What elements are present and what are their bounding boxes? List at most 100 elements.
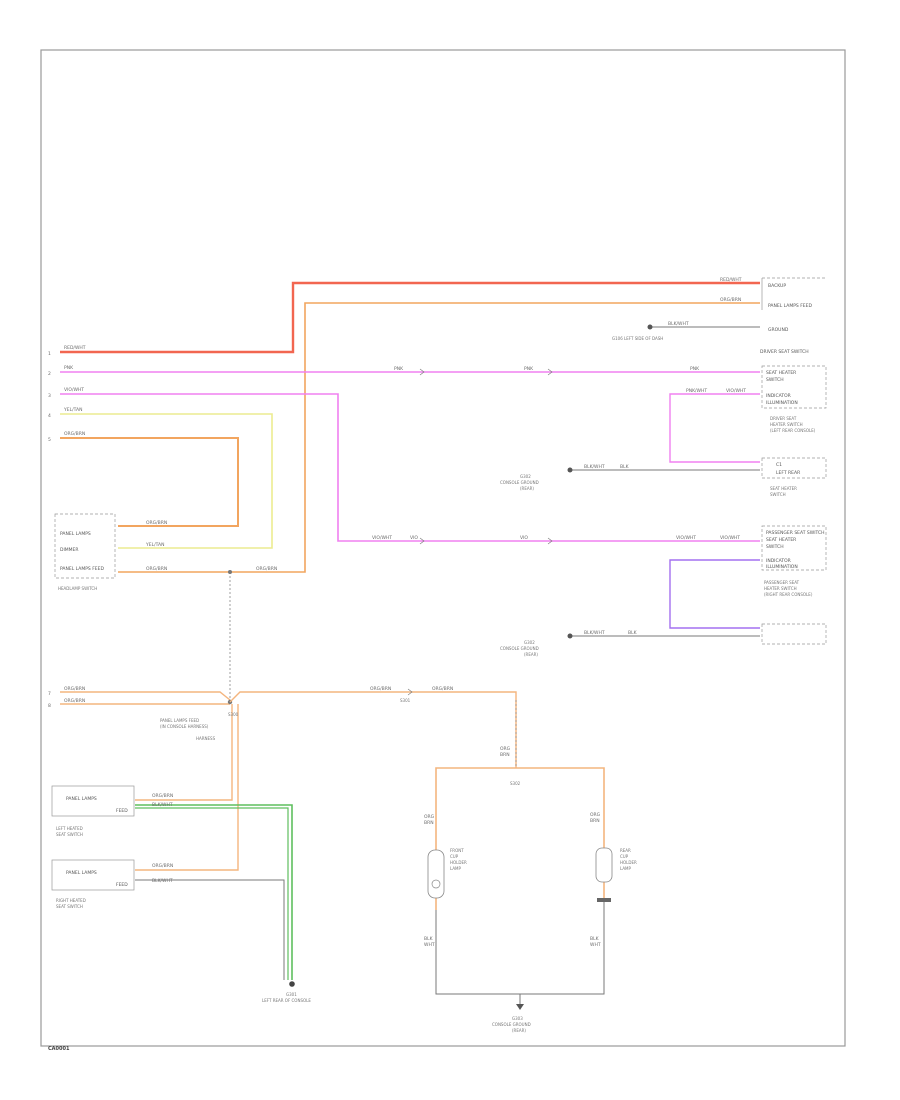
orange-top-wire	[118, 302, 760, 573]
top-right-item-3: GROUND	[768, 327, 789, 333]
top-right-item-2: PANEL LAMPS FEED	[768, 303, 812, 309]
right-seat-ground-wire	[135, 879, 285, 980]
right-seat-wire-2: BLK/WHT	[152, 878, 173, 884]
driver-switch-line-1: SEAT HEATER	[766, 370, 796, 376]
top-ground-wire-label: BLK/WHT	[668, 321, 689, 327]
headlamp-row-2: DIMMER	[60, 547, 79, 553]
pass-ground-symbol	[567, 633, 573, 639]
pass-switch-line-1: SEAT HEATER	[766, 537, 796, 543]
pass-ground-wire-2: BLK	[628, 630, 638, 636]
right-lamp-ground-2: WHT	[590, 942, 601, 948]
pass-switch-title: PASSENGER SEAT SWITCH	[766, 530, 825, 536]
lamp-ground-bottom	[435, 900, 605, 995]
seat-feed-wire	[135, 704, 233, 801]
rear-lamp-label-2: CUP	[620, 854, 629, 859]
g303-label-1: G303	[512, 1016, 523, 1021]
driver-ground-label-2: CONSOLE GROUND	[500, 480, 539, 485]
rear-lamp-feed-wire	[229, 691, 517, 768]
front-lamp-label-4: LAMP	[450, 866, 462, 871]
mid-wire-1: ORG/BRN	[64, 686, 85, 692]
left-pin-5: 5	[48, 437, 51, 443]
top-red-wire-label: RED/WHT	[720, 277, 742, 283]
left-pin-2: 2	[48, 371, 51, 377]
pass-switch-line-3: INDICATOR	[766, 558, 791, 564]
lamp-top-label-2: BRN	[500, 752, 510, 758]
s300-label-3: (IN CONSOLE HARNESS)	[160, 724, 209, 729]
right-seat-switch-box	[51, 859, 135, 891]
driver-conn-label-4: SWITCH	[770, 492, 786, 497]
rear-cup-lamp-base	[597, 898, 611, 902]
pass-splice-3: VIO	[520, 535, 528, 541]
left-seat-title: PANEL LAMPS	[66, 796, 97, 802]
left-lamp-wire-2: BRN	[424, 820, 434, 826]
rear-lamp-label-4: LAMP	[620, 866, 632, 871]
orange-wire-label: ORG/BRN	[64, 431, 85, 437]
top-ground-symbol	[647, 324, 653, 330]
pink2-wire-label: VIO/WHT	[64, 387, 84, 393]
left-pin-1: 1	[48, 351, 51, 357]
headlamp-switch-box	[54, 513, 116, 579]
rear-lamp-label-3: HOLDER	[620, 860, 637, 865]
headlamp-wire-3: ORG/BRN	[146, 566, 167, 572]
driver-loop-pink	[669, 393, 760, 463]
pass-caption-2: HEATER SWITCH	[764, 586, 797, 591]
rear-feed-wire-label-1: ORG/BRN	[370, 686, 391, 692]
s300-label-4: HARNESS	[196, 736, 216, 741]
g301-label-1: G301	[286, 992, 297, 997]
mid-tan-wire-1	[60, 691, 231, 701]
driver-ground-label-1: G302	[520, 474, 531, 479]
driver-caption-3: (LEFT REAR CONSOLE)	[770, 428, 816, 433]
pass-ground-wire-1: BLK/WHT	[584, 630, 605, 636]
driver-splice-5: VIO/WHT	[726, 388, 746, 394]
driver-switch-line-2: SWITCH	[766, 377, 784, 383]
diagram-frame	[40, 49, 846, 1047]
driver-conn-label-2: LEFT REAR	[776, 470, 800, 476]
inline-connectors	[407, 368, 553, 696]
driver-seat-connector-box	[761, 457, 827, 479]
orange-wire	[60, 437, 239, 527]
driver-conn-label-1: C1	[776, 462, 782, 468]
driver-ground-symbol	[567, 467, 573, 473]
left-lamp-ground-1: BLK	[424, 936, 434, 942]
top-ground-label: G106 LEFT SIDE OF DASH	[612, 336, 663, 341]
driver-splice-3: PNK	[690, 366, 700, 372]
pass-splice-1: VIO/WHT	[372, 535, 392, 541]
left-lamp-ground-2: WHT	[424, 942, 435, 948]
pass-splice-5: VIO/WHT	[720, 535, 740, 541]
left-lamp-wire-1: ORG	[424, 814, 435, 820]
headlamp-wire-1: ORG/BRN	[146, 520, 167, 526]
right-lamp-wire-1: ORG	[590, 812, 601, 818]
left-seat-caption-1: LEFT HEATED	[56, 826, 83, 831]
right-seat-title: PANEL LAMPS	[66, 870, 97, 876]
left-pin-3: 3	[48, 393, 51, 399]
headlamp-wire-4: ORG/BRN	[256, 566, 277, 572]
g303-ground-symbol	[516, 1004, 524, 1010]
s302-label: S302	[510, 781, 521, 786]
left-seat-caption-2: SEAT SWITCH	[56, 832, 83, 837]
top-right-item-1: BACKUP	[768, 283, 786, 289]
pink-wire-2	[60, 393, 760, 542]
s301-label: S301	[400, 698, 411, 703]
driver-splice-4: PNK/WHT	[686, 388, 707, 394]
driver-switch-title: DRIVER SEAT SWITCH	[760, 349, 809, 355]
right-seat-caption-2: SEAT SWITCH	[56, 904, 83, 909]
pass-switch-line-4: ILLUMINATION	[766, 564, 798, 570]
headlamp-row-3: PANEL LAMPS FEED	[60, 566, 104, 572]
g303-label-2: CONSOLE GROUND	[492, 1022, 531, 1027]
right-seat-caption-1: RIGHT HEATED	[56, 898, 86, 903]
g303-label-3: (REAR)	[512, 1028, 526, 1033]
pass-splice-4: VIO/WHT	[676, 535, 696, 541]
driver-splice-1: PNK	[394, 366, 404, 372]
headlamp-wire-2: YEL/TAN	[145, 542, 164, 548]
s300-label-2: PANEL LAMPS FEED	[160, 718, 199, 723]
front-lamp-label-3: HOLDER	[450, 860, 467, 865]
driver-splice-2: PNK	[524, 366, 534, 372]
g301-label-2: LEFT REAR OF CONSOLE	[262, 998, 311, 1003]
pass-caption-3: (RIGHT REAR CONSOLE)	[764, 592, 813, 597]
driver-ground-wire-2: BLK	[620, 464, 630, 470]
driver-caption-2: HEATER SWITCH	[770, 422, 803, 427]
s300-label-1: S300	[228, 712, 239, 717]
lamp-top-label-1: ORG	[500, 746, 511, 752]
driver-ground-wire-1: BLK/WHT	[584, 464, 605, 470]
